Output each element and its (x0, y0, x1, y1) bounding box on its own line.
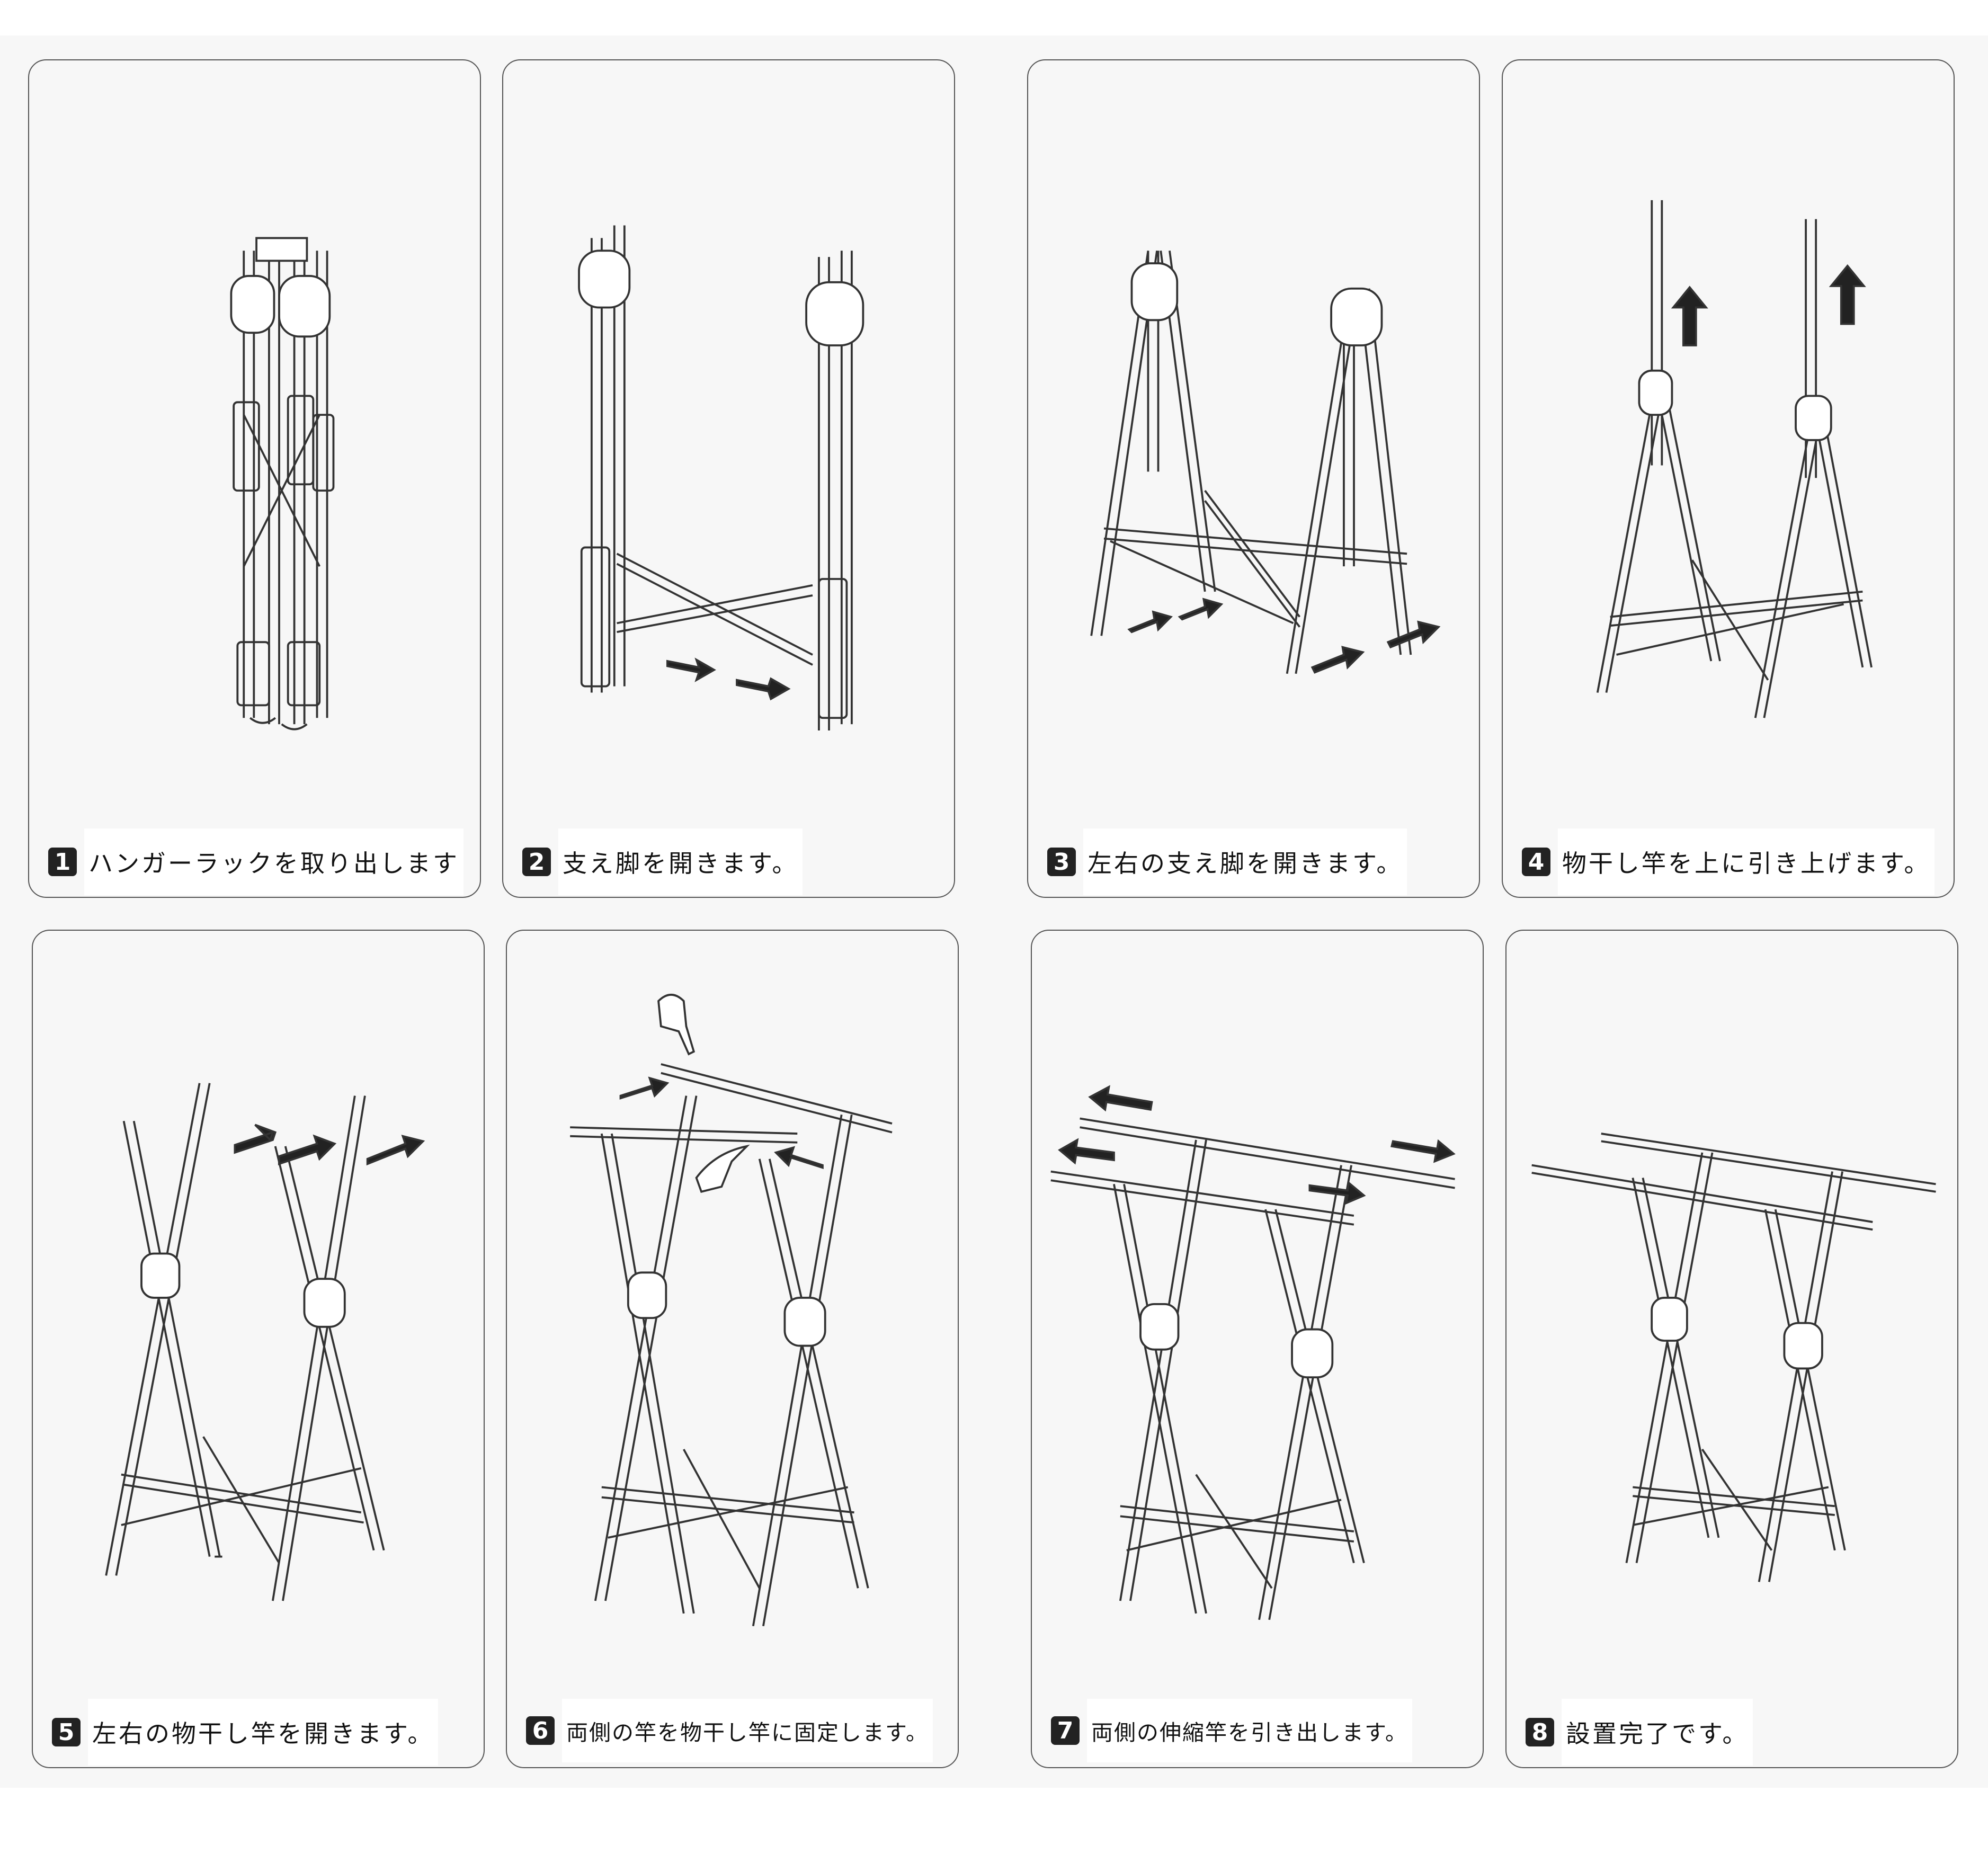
step-number-badge: 7 (1051, 1716, 1080, 1745)
step-caption-8: 8 設置完了です。 (1506, 1699, 1957, 1766)
step-number-badge: 4 (1522, 848, 1550, 876)
step-caption-4: 4 物干し竿を上に引き上げます。 (1503, 828, 1954, 895)
poles-fixed-illustration (570, 993, 893, 1627)
rack-legs-spread-illustration (1090, 250, 1441, 674)
step-text: 両側の竿を物干し竿に固定します。 (562, 1699, 933, 1762)
completed-rack-illustration (1531, 1133, 1936, 1582)
step-text: 設置完了です。 (1562, 1699, 1753, 1766)
step-text: ハンガーラックを取り出します (84, 828, 463, 895)
step-text: 左右の支え脚を開きます。 (1083, 828, 1407, 895)
step-number-badge: 6 (526, 1716, 555, 1745)
step-text: 左右の物干し竿を開きます。 (88, 1699, 439, 1766)
step-text: 両側の伸縮竿を引き出します。 (1087, 1699, 1412, 1762)
poles-raised-illustration (1596, 200, 1873, 718)
step-number-badge: 3 (1047, 848, 1076, 876)
step-number-badge: 2 (522, 848, 551, 876)
step-number-badge: 5 (52, 1718, 81, 1746)
rack-legs-open-illustration (578, 225, 864, 731)
step-number-badge: 8 (1526, 1718, 1554, 1746)
folded-rack-illustration (230, 237, 335, 730)
poles-opened-illustration (105, 1083, 425, 1601)
step-panel-4: 4 物干し竿を上に引き上げます。 (1502, 59, 1955, 898)
step-text: 支え脚を開きます。 (558, 828, 803, 895)
poles-extended-illustration (1050, 1085, 1456, 1620)
step-number-badge: 1 (48, 848, 77, 876)
step-text: 物干し竿を上に引き上げます。 (1558, 828, 1935, 895)
step-panel-8: 8 設置完了です。 (1505, 930, 1958, 1768)
